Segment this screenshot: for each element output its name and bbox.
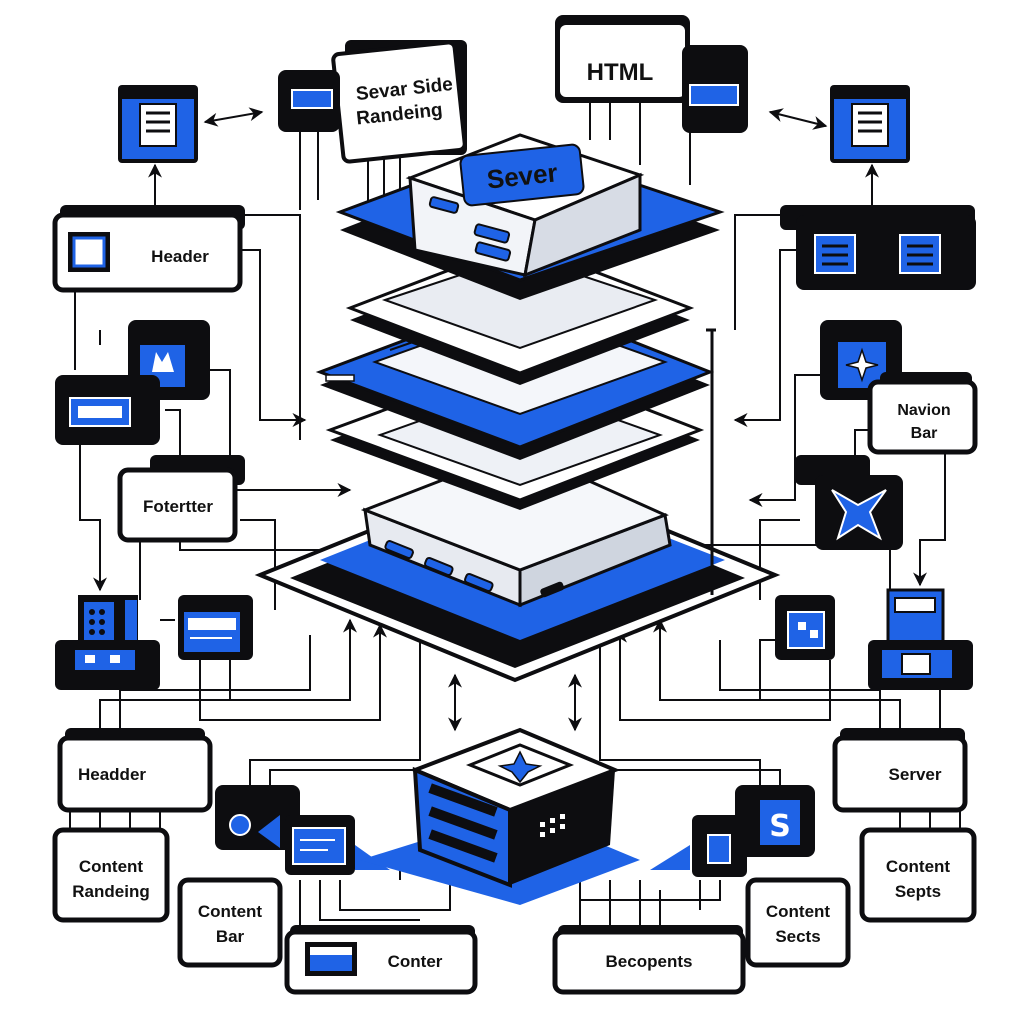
server-badge: Sever xyxy=(459,143,585,207)
server-stack: Sever xyxy=(254,133,781,683)
server-badge-label: Sever xyxy=(485,157,559,194)
becopents-card: Becopents xyxy=(552,925,746,995)
becopents-label: Becopents xyxy=(606,952,693,971)
content-sects-label-line1: Content xyxy=(766,902,831,921)
document-window-icon xyxy=(118,85,198,163)
conter-card: Conter xyxy=(284,925,478,995)
navigation-bar-label-line2: Bar xyxy=(911,425,938,442)
small-blue-card-top-right xyxy=(682,45,748,133)
html-card: HTML xyxy=(555,15,690,103)
server-side-rendering-card: Sevar Side Randeing xyxy=(331,40,467,164)
content-septs-label-line1: Content xyxy=(886,857,951,876)
code-window-icon xyxy=(285,815,390,875)
grid-block-icon xyxy=(55,595,160,690)
header-bottom-label: Headder xyxy=(78,765,146,784)
layout-box-icon xyxy=(780,205,976,290)
s-letter-icon: S xyxy=(735,785,815,857)
header-label: Header xyxy=(151,247,209,266)
navigation-bar-card: Navion Bar xyxy=(867,372,978,455)
header-bottom-card: Headder xyxy=(57,728,213,813)
s-letter-glyph: S xyxy=(769,809,791,844)
content-septs-label-line2: Septs xyxy=(895,882,941,901)
footer-label: Fotertter xyxy=(143,497,213,516)
small-blue-card-top-left xyxy=(278,70,340,132)
flower-chip-icon xyxy=(465,743,575,787)
puzzle-icon xyxy=(775,595,835,660)
connector-lines xyxy=(69,95,961,930)
browser-window-icon xyxy=(830,85,910,163)
content-septs-card: Content Septs xyxy=(859,827,977,923)
screen-card-icon xyxy=(178,595,253,660)
content-rendering-label-line1: Content xyxy=(79,857,144,876)
html-label: HTML xyxy=(587,59,654,86)
bow-figure-icon xyxy=(795,455,903,550)
content-sects-card: Content Sects xyxy=(745,877,851,968)
content-rendering-label-line2: Randeing xyxy=(72,882,149,901)
content-bar-label-line2: Bar xyxy=(216,927,245,946)
conter-label: Conter xyxy=(388,952,443,971)
server-right-card: Server xyxy=(832,728,968,813)
input-box-icon xyxy=(55,375,160,445)
bottom-server xyxy=(360,727,640,905)
phone-icon xyxy=(650,815,747,877)
server-right-label: Server xyxy=(889,765,942,784)
content-bar-label-line1: Content xyxy=(198,902,263,921)
content-sects-label-line2: Sects xyxy=(775,927,820,946)
content-bar-card: Content Bar xyxy=(177,877,283,968)
header-card: Header xyxy=(52,205,245,293)
play-video-icon xyxy=(215,785,300,850)
robot-stack-icon xyxy=(868,588,973,690)
navigation-bar-label-line1: Navion xyxy=(897,402,950,419)
content-rendering-card: Content Randeing xyxy=(52,827,170,923)
footer-card: Fotertter xyxy=(117,455,245,543)
